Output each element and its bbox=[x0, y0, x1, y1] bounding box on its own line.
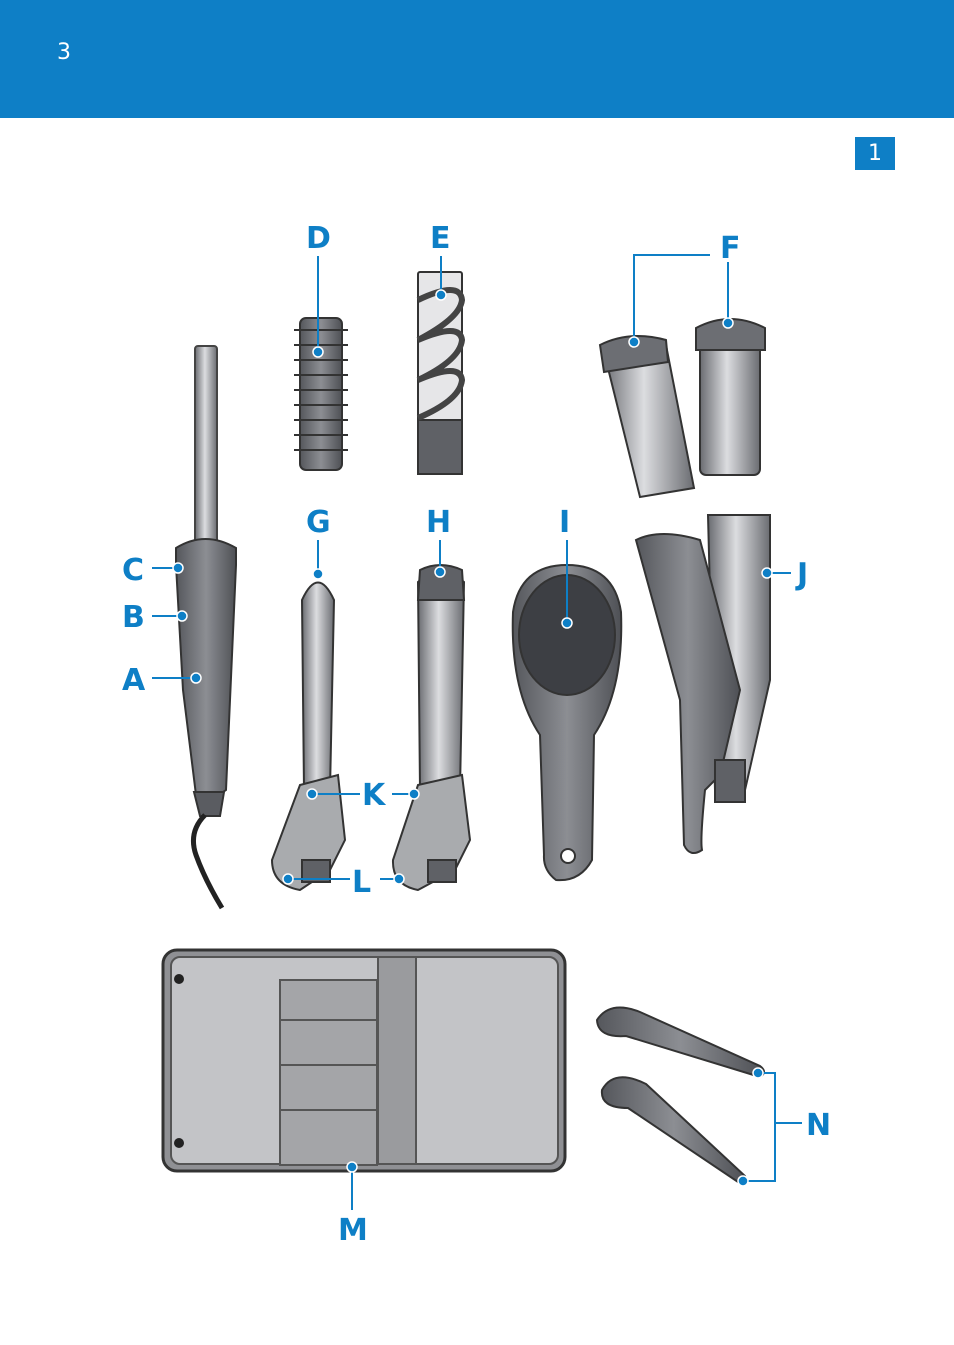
callout-dot bbox=[173, 563, 183, 573]
label-c: C bbox=[122, 553, 144, 588]
label-b: B bbox=[122, 600, 145, 635]
callout-dot bbox=[177, 611, 187, 621]
label-l: L bbox=[352, 865, 371, 900]
callout-dot bbox=[191, 673, 201, 683]
label-i: I bbox=[559, 505, 570, 540]
storage-pouch bbox=[163, 950, 565, 1171]
label-m: M bbox=[338, 1213, 368, 1248]
label-d: D bbox=[306, 221, 331, 256]
label-f: F bbox=[720, 231, 741, 266]
callout-dot bbox=[562, 618, 572, 628]
callout-dot bbox=[753, 1068, 763, 1078]
callout-dot bbox=[394, 874, 404, 884]
spiral-attachment bbox=[418, 272, 462, 474]
handle-rod bbox=[195, 346, 217, 546]
callout-b: B bbox=[122, 600, 187, 635]
label-h: H bbox=[426, 505, 451, 540]
brush-attachment bbox=[294, 318, 348, 470]
callout-dot bbox=[313, 569, 323, 579]
callout-dot bbox=[738, 1176, 748, 1186]
callout-dot bbox=[629, 337, 639, 347]
brush-barrel bbox=[300, 318, 342, 470]
label-j: J bbox=[795, 557, 808, 592]
callout-dot bbox=[347, 1162, 357, 1172]
callout-g: G bbox=[306, 505, 331, 579]
curling-tong-large bbox=[393, 565, 470, 890]
callout-dot bbox=[762, 568, 772, 578]
callout-dot bbox=[307, 789, 317, 799]
callout-dot bbox=[723, 318, 733, 328]
callout-dot bbox=[436, 290, 446, 300]
handle-neck bbox=[194, 792, 224, 816]
curling-tong-small bbox=[272, 583, 345, 891]
label-k: K bbox=[362, 778, 387, 813]
hair-clips bbox=[597, 1008, 764, 1184]
callout-dot bbox=[409, 789, 419, 799]
main-handle-unit bbox=[176, 346, 236, 908]
label-e: E bbox=[430, 221, 451, 256]
callout-m: M bbox=[338, 1162, 368, 1248]
label-g: G bbox=[306, 505, 331, 540]
callout-n: N bbox=[738, 1068, 831, 1186]
crimper-unit bbox=[636, 515, 770, 853]
callout-c: C bbox=[122, 553, 183, 588]
power-cord bbox=[193, 815, 222, 908]
handle-body bbox=[176, 539, 236, 798]
label-a: A bbox=[122, 663, 146, 698]
callout-line bbox=[743, 1073, 775, 1181]
callout-dot bbox=[313, 347, 323, 357]
label-n: N bbox=[806, 1108, 831, 1143]
straightener-plates bbox=[600, 319, 765, 497]
callout-dot bbox=[435, 567, 445, 577]
callout-dot bbox=[283, 874, 293, 884]
